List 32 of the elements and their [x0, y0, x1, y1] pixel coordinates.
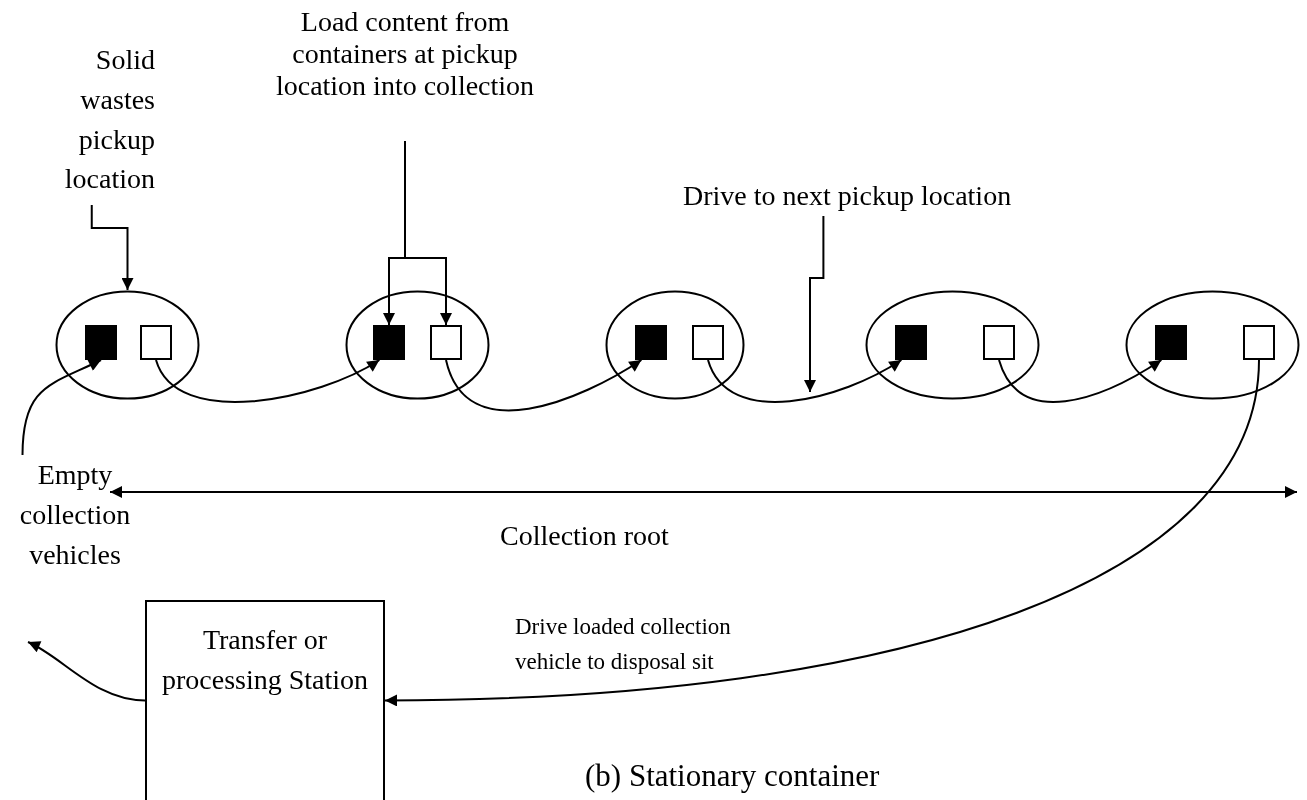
container-square [983, 325, 1015, 360]
leader-arrow [21, 359, 102, 456]
route-arrow [384, 359, 1260, 707]
pickup-location-ellipse [1125, 290, 1300, 400]
leader-arrow [804, 215, 825, 393]
route-arrow [998, 359, 1163, 403]
route-arrow [155, 359, 381, 403]
container-square [430, 325, 462, 360]
pickup-location-ellipse [55, 290, 200, 400]
annotation-text: Load content from containers at pickup location into collection [270, 6, 540, 141]
leader-arrow [90, 204, 134, 291]
annotation-text: Drive to next pickup location [683, 176, 1073, 216]
route-arrow [445, 359, 643, 412]
annotation-text: Solid wastes pickup location [40, 40, 155, 205]
pickup-location-ellipse [605, 290, 745, 400]
edge-label: Drive loaded collection vehicle to disposal sit [515, 613, 732, 676]
container-square [635, 325, 667, 360]
pickup-location-ellipse [865, 290, 1040, 400]
station-box: Transfer or processing Station [145, 600, 385, 800]
leader-arrow [404, 140, 452, 326]
container-square [1243, 325, 1275, 360]
caption: (b) Stationary container [585, 757, 880, 795]
route-arrow [707, 359, 903, 403]
container-square [85, 325, 117, 360]
container-square [140, 325, 172, 360]
leader-arrow [27, 641, 146, 702]
container-square [1155, 325, 1187, 360]
container-square [895, 325, 927, 360]
container-square [373, 325, 405, 360]
container-square [692, 325, 724, 360]
axis-label: Collection root [500, 519, 669, 553]
pickup-location-ellipse [345, 290, 490, 400]
